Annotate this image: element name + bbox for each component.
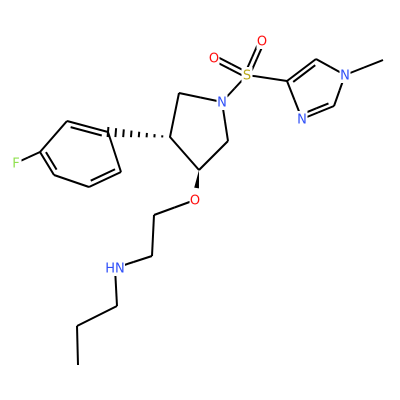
imidazole-nitrogen-label: N — [340, 69, 350, 84]
bond-n-c-b — [115, 286, 118, 307]
amine-nh-label: HN — [105, 262, 125, 277]
bond-hash — [106, 126, 110, 138]
bond-aromatic — [39, 151, 55, 176]
fluorine-label: F — [12, 157, 19, 172]
ether-oxygen-label: O — [190, 194, 200, 209]
sulfonyl-oxygen-label: O — [257, 35, 267, 50]
bond-single — [198, 140, 229, 171]
bond-imid-cn-a — [315, 58, 331, 68]
bond-imid-inner — [292, 64, 316, 83]
bond-imid-cn2-a — [317, 105, 335, 114]
imidazole-nitrogen-label: N — [297, 113, 307, 128]
bond-aromatic — [39, 120, 68, 153]
bond-aromatic — [53, 174, 90, 188]
label-background — [241, 67, 253, 83]
label-background — [256, 33, 268, 49]
bond-hash — [129, 130, 133, 138]
label-background — [339, 67, 351, 83]
bond-single — [151, 214, 155, 257]
bond-single — [76, 325, 79, 366]
bond-c-n-a — [178, 92, 201, 99]
bond-s-c — [246, 74, 288, 82]
label-background — [216, 94, 228, 110]
bond-imid — [286, 58, 317, 82]
bond-single — [76, 305, 118, 327]
label-background — [189, 192, 201, 208]
bond-aromatic-inner — [90, 168, 116, 182]
atom-labels: F N S O O N N O HN — [10, 33, 351, 277]
bond-aromatic — [107, 131, 122, 173]
bond-c-f-a — [27, 151, 41, 159]
bond-hash — [114, 128, 118, 138]
bond-c-n-a — [133, 255, 153, 263]
label-background — [10, 155, 22, 171]
bond-aromatic — [88, 171, 122, 188]
label-background — [105, 260, 125, 276]
bond-imid-inner2-a — [315, 102, 329, 110]
bond-imid-nc-b — [333, 90, 341, 107]
bond-aromatic-inner — [70, 126, 103, 137]
bond-single — [169, 136, 200, 171]
label-background — [208, 50, 220, 66]
bond-o-c-b — [153, 206, 175, 216]
bond-aromatic — [66, 120, 109, 133]
bond-aromatic-inner — [45, 151, 58, 171]
bond-hash — [122, 129, 125, 138]
bond-wedge — [194, 170, 199, 189]
bond-single — [169, 92, 180, 138]
bond-n-c-b — [224, 121, 229, 142]
bond-imid-nc2-b — [286, 80, 296, 101]
label-background — [296, 111, 308, 127]
sulfonyl-oxygen-label: O — [209, 52, 219, 67]
pyrrolidine-nitrogen-label: N — [217, 96, 227, 111]
bond-n-methyl-b — [363, 59, 384, 69]
sulfur-label: S — [243, 69, 251, 84]
